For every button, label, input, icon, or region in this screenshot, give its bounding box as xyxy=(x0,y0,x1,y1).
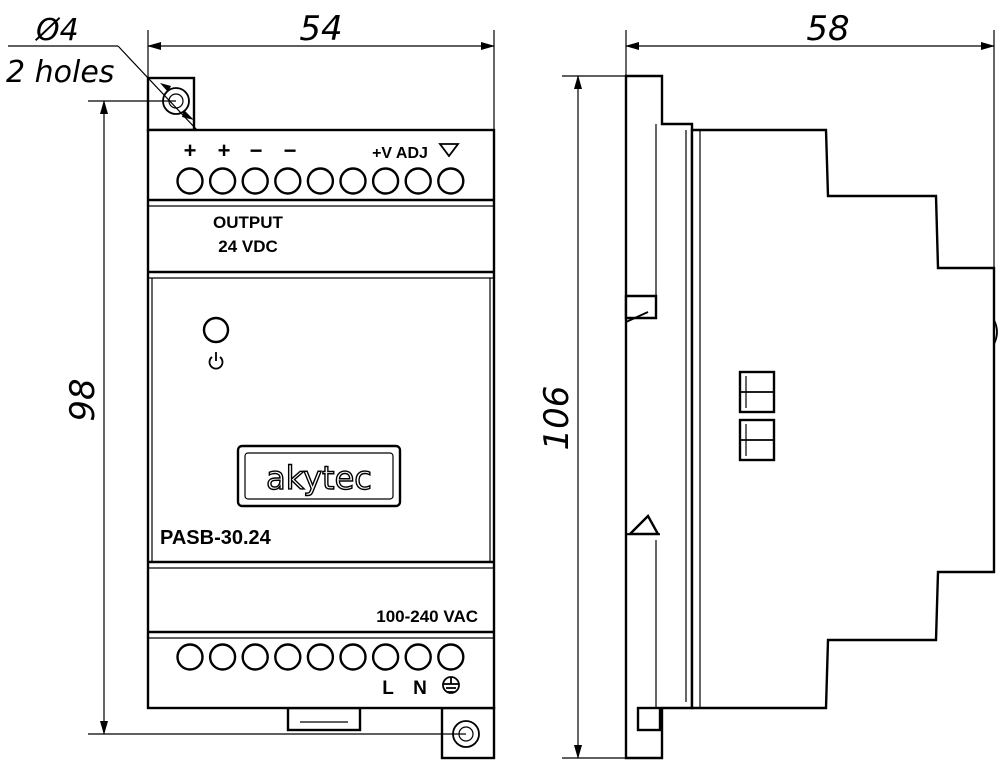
top-terminal-4 xyxy=(274,167,302,195)
dim-side-height: 106 xyxy=(537,386,577,451)
bottom-terminal-4 xyxy=(274,643,302,671)
triangle-down-icon xyxy=(438,143,460,158)
terminal-label-n: N xyxy=(413,678,427,699)
bottom-terminal-7 xyxy=(371,643,400,671)
bottom-terminal-2 xyxy=(208,643,237,671)
input-voltage-label: 100-240 VAC xyxy=(376,607,478,626)
side-back-plate xyxy=(624,74,694,760)
bottom-terminal-8 xyxy=(404,643,432,671)
dim-side-depth: 58 xyxy=(806,9,849,49)
front-view: + + − − +V ADJ OUTPUT 24 VDC akytec PASB… xyxy=(146,76,496,760)
dim-front-height: 98 xyxy=(63,378,103,421)
top-terminal-row xyxy=(176,167,465,195)
ground-icon xyxy=(442,676,460,694)
bottom-terminal-row xyxy=(176,643,465,671)
top-terminal-5 xyxy=(306,167,335,195)
brand-logo: akytec xyxy=(266,459,372,497)
power-led xyxy=(202,316,230,344)
front-dimensions: 54 98 Ø4 2 holes xyxy=(6,9,495,735)
adj-label: +V ADJ xyxy=(372,145,428,162)
din-clip xyxy=(286,706,362,732)
terminal-label-minus-1: − xyxy=(250,138,263,163)
dim-hole-count: 2 holes xyxy=(6,55,114,90)
side-din-clip-upper xyxy=(624,294,658,320)
terminal-label-plus-1: + xyxy=(184,138,197,163)
side-dimensions: 58 106 xyxy=(537,9,995,759)
output-voltage-label: 24 VDC xyxy=(218,237,278,256)
dim-hole-diameter: Ø4 xyxy=(34,13,79,48)
top-terminal-3 xyxy=(241,167,269,195)
bottom-terminal-5 xyxy=(306,643,335,671)
bottom-mount-tab xyxy=(440,706,496,760)
bottom-terminal-3 xyxy=(241,643,269,671)
bottom-terminal-9 xyxy=(437,643,465,671)
side-view xyxy=(624,74,998,760)
top-terminal-6 xyxy=(339,167,367,195)
terminal-label-plus-2: + xyxy=(218,138,231,163)
side-housing xyxy=(690,128,996,710)
top-terminal-1 xyxy=(176,167,204,195)
terminal-label-l: L xyxy=(382,678,394,699)
front-housing xyxy=(146,128,496,710)
bottom-terminal-1 xyxy=(176,643,204,671)
top-terminal-8 xyxy=(404,167,432,195)
brand-plate xyxy=(236,444,402,508)
bottom-terminal-6 xyxy=(339,643,367,671)
top-terminal-2 xyxy=(208,167,237,195)
dim-front-width: 54 xyxy=(299,9,342,49)
top-terminal-7 xyxy=(371,167,400,195)
side-knob xyxy=(993,319,998,345)
top-terminal-9 xyxy=(437,167,465,195)
output-label: OUTPUT xyxy=(213,213,284,232)
model-label: PASB-30.24 xyxy=(160,527,272,549)
side-bottom-clip xyxy=(636,706,662,732)
terminal-label-minus-2: − xyxy=(284,138,297,163)
power-icon xyxy=(208,352,224,370)
